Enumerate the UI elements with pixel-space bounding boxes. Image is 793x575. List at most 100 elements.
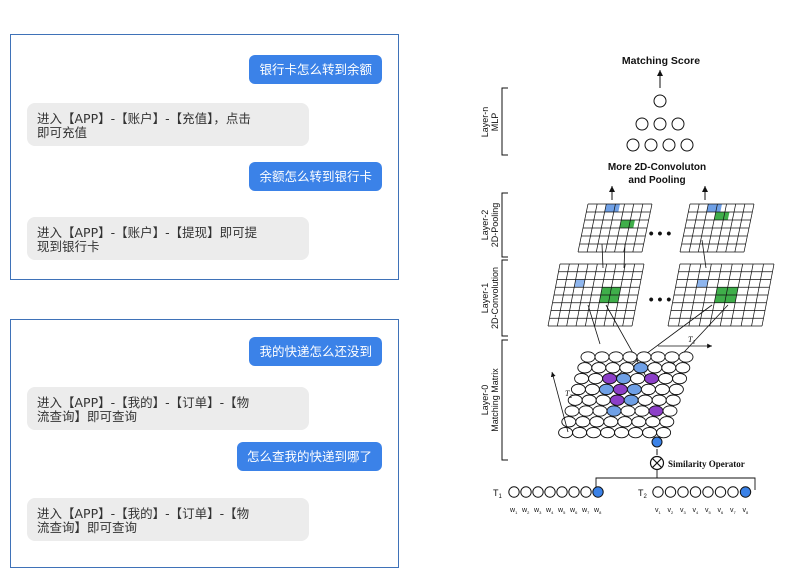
t1-word: w3: [533, 507, 542, 515]
matrix-cell: [612, 383, 628, 396]
chat-panel-2: 我的快递怎么还没到 进入【APP】-【我的】-【订单】-【物 流查询】即可查询 …: [10, 319, 399, 568]
mlp-neuron: [635, 117, 649, 131]
t1-word: w2: [521, 507, 530, 515]
t2-word: v1: [655, 507, 662, 515]
svg-text:Layer-22D-Pooling: Layer-22D-Pooling: [480, 203, 500, 248]
matrix-cell: [636, 351, 652, 363]
t1-token: [592, 486, 604, 498]
t1-token: [508, 486, 520, 498]
matrix-t1-label: T1: [688, 335, 695, 346]
t1-word: w7: [581, 507, 590, 515]
similarity-operator-label: Similarity Operator: [668, 459, 745, 469]
t2-word: v4: [693, 507, 700, 515]
layer-n-label: Layer-n: [480, 107, 490, 138]
t2-word: v6: [718, 507, 725, 515]
matrix-cell: [572, 426, 588, 439]
highlighted-cell: [619, 220, 635, 228]
highlighted-cell: [714, 212, 730, 220]
matrix-cell: [602, 372, 618, 385]
matrix-cell: [594, 351, 610, 363]
matrix-cell: [586, 426, 602, 439]
t2-token: [714, 486, 727, 498]
svg-text:Layer-0Matching Matrix: Layer-0Matching Matrix: [480, 368, 500, 432]
matrix-cell: [619, 362, 635, 374]
matrix-cell: [574, 372, 590, 385]
t1-token: [556, 486, 568, 498]
matrix-cell: [620, 405, 636, 417]
t1-token: [568, 486, 580, 498]
matrix-cell: [665, 394, 681, 406]
more-conv-label-1: More 2D-Convoluton: [608, 162, 706, 173]
matrix-cell: [591, 362, 607, 374]
pooling-map-left: [577, 203, 653, 253]
t2-token: [677, 486, 689, 498]
bot-message-bubble: 进入【APP】-【我的】-【订单】-【物 流查询】即可查询: [27, 498, 309, 541]
matrix-cell: [662, 405, 678, 417]
t1-label: T1: [493, 488, 503, 500]
matrix-cell: [661, 362, 677, 374]
mlp-neuron: [626, 138, 640, 152]
feature-map-grids: [547, 203, 775, 327]
t1-token: [544, 486, 556, 498]
matrix-cell: [603, 416, 619, 428]
t2-word: v7: [730, 507, 737, 515]
matrix-cell: [644, 372, 660, 385]
bot-message-bubble: 进入【APP】-【我的】-【订单】-【物 流查询】即可查询: [27, 387, 309, 430]
t2-token: [702, 486, 714, 498]
chat-panel-1: 银行卡怎么转到余额 进入【APP】-【账户】-【充值】，点击 即可充值 余额怎么…: [10, 34, 399, 280]
matrix-cell: [656, 426, 672, 439]
t2-token: [727, 486, 739, 498]
matrix-cell: [584, 383, 600, 396]
similarity-output-node: [651, 436, 663, 448]
matrix-cell: [616, 372, 632, 385]
convolution-map-left: [547, 263, 645, 327]
mlp-neuron: [671, 117, 685, 131]
matrix-cell: [633, 362, 649, 374]
layer-bracket-matching: Layer-0Matching Matrix: [480, 339, 508, 461]
matrix-cell: [650, 351, 666, 363]
t2-word: v2: [668, 507, 675, 515]
mlp-neuron: [662, 138, 676, 152]
mlp-neuron: [653, 94, 667, 108]
matrix-cell: [577, 362, 593, 374]
bot-message-bubble: 进入【APP】-【账户】-【提现】即可提 现到银行卡: [27, 217, 309, 260]
matrix-cell: [626, 383, 642, 396]
matrix-cell: [675, 362, 691, 374]
highlighted-cell: [574, 279, 585, 288]
matrix-cell: [558, 426, 574, 439]
matrix-cell: [608, 351, 624, 363]
matrix-cell: [623, 394, 639, 406]
t2-word: v3: [680, 507, 687, 515]
t1-token: [532, 486, 544, 498]
similarity-operator: Similarity Operator: [595, 449, 756, 490]
matrix-cell: [668, 383, 684, 396]
t2-token: [652, 486, 664, 498]
layer-bracket-convolution: Layer-12D-Convolution: [480, 259, 508, 337]
matching-matrix: [558, 351, 694, 448]
matrix-cell: [564, 405, 580, 417]
more-conv-label-2: and Pooling: [628, 175, 685, 186]
layer-bracket-pooling: Layer-22D-Pooling: [480, 192, 508, 258]
matrix-cell: [645, 416, 661, 428]
matrix-cell: [570, 383, 586, 396]
matrix-cell: [589, 416, 605, 428]
matrix-cell: [637, 394, 653, 406]
convolution-map-right: [667, 263, 775, 327]
user-message-bubble: 我的快递怎么还没到: [249, 337, 382, 366]
matrix-cell: [598, 383, 614, 396]
match-pyramid-diagram: Matching Score Layer-nMLP More 2D-Convol…: [480, 55, 775, 515]
t2-token: [664, 486, 677, 498]
highlighted-cell: [696, 279, 709, 288]
svg-text:Layer-nMLP: Layer-nMLP: [480, 107, 500, 138]
mlp-neurons: [626, 94, 694, 152]
t1-word: w8: [593, 507, 602, 515]
matrix-cell: [606, 405, 622, 417]
matrix-cell: [578, 405, 594, 417]
mlp-label: MLP: [490, 113, 500, 132]
matrix-cell: [580, 351, 596, 363]
matrix-cell: [600, 426, 616, 439]
matrix-cell: [595, 394, 611, 406]
ellipsis-convolution: • • •: [649, 291, 672, 307]
t1-word: w6: [569, 507, 578, 515]
